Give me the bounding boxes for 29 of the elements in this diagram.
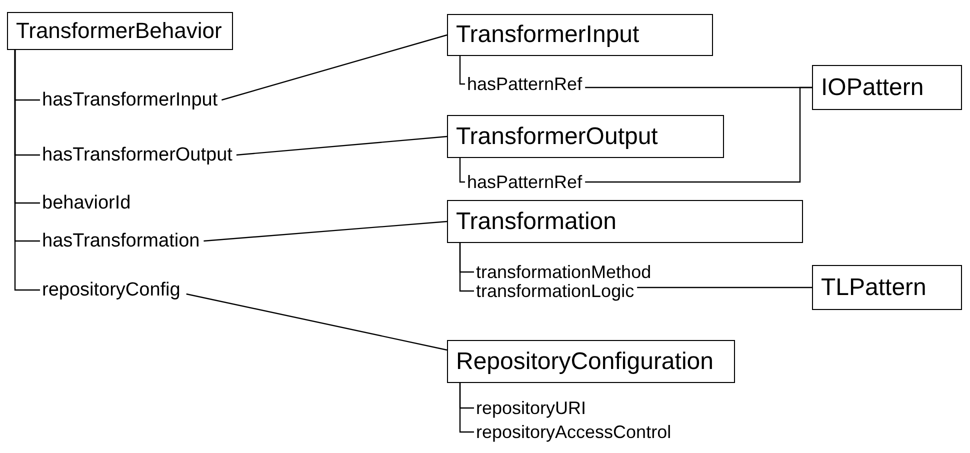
connector-line [204,220,448,242]
property-label: transformationMethod [476,263,652,281]
class-box: TLPattern [812,265,962,310]
property-label: hasTransformation [42,232,200,250]
property-label: behaviorId [42,194,131,212]
property-label: hasPatternRef [467,75,582,93]
connector-line [221,34,448,101]
property-label: repositoryURI [476,399,586,417]
connector-line [14,50,40,291]
class-box: IOPattern [812,65,962,110]
connector-line [459,383,474,433]
connector-line [459,243,474,292]
connector-line [637,286,812,288]
property-label: repositoryConfig [42,280,180,300]
connector-line [236,136,448,156]
connector-line [459,56,465,85]
class-box: TransformerInput [447,14,713,56]
class-box: TransformerOutput [447,115,724,158]
property-label: hasTransformerOutput [42,146,232,164]
class-box: TransformerBehavior [7,12,233,50]
property-label: transformationLogic [476,282,634,300]
connector-line [186,293,448,351]
class-box: RepositoryConfiguration [447,340,735,383]
class-box: Transformation [447,200,803,243]
connector-line [459,158,465,183]
connector-line [585,86,812,183]
property-label: hasPatternRef [467,173,582,191]
property-label: hasTransformerInput [42,90,218,110]
property-label: repositoryAccessControl [476,423,672,441]
